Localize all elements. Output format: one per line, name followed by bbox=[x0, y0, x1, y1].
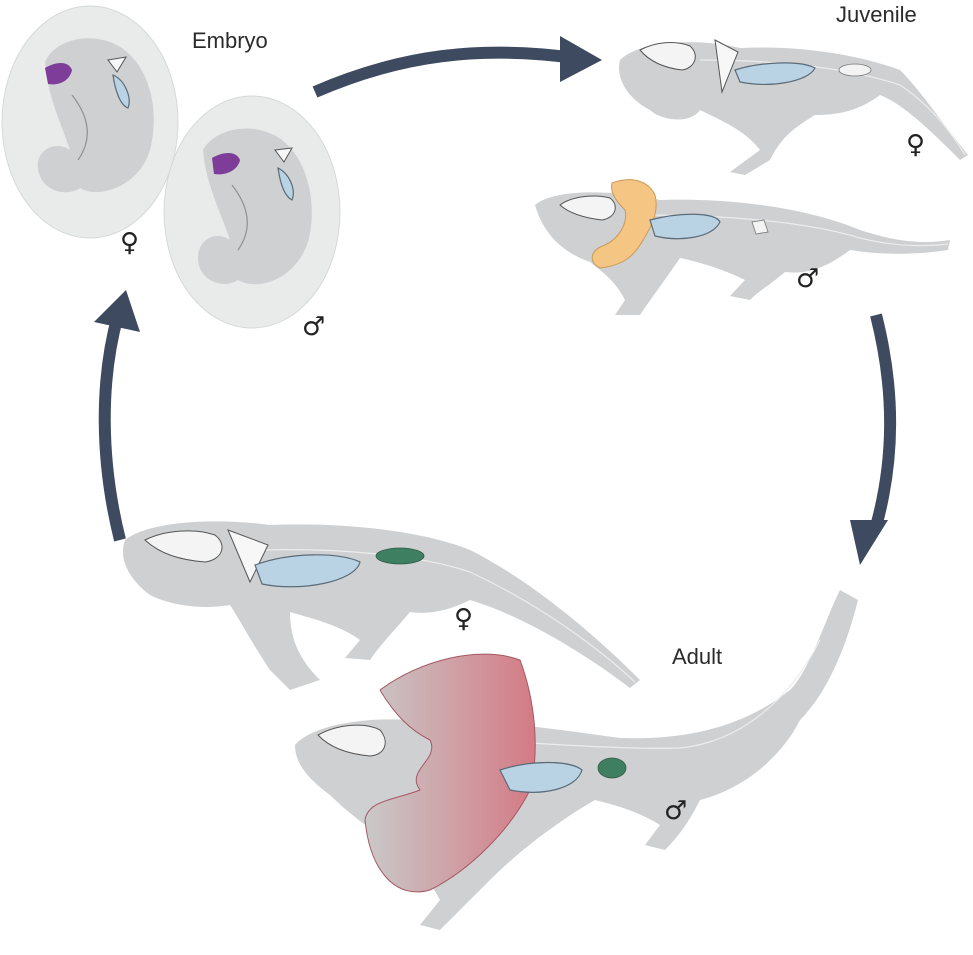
female-symbol-adult: ♀ bbox=[454, 604, 474, 634]
adult-female-tuatara bbox=[122, 521, 641, 690]
cycle-arrow-adult-to-embryo bbox=[94, 290, 140, 542]
male-symbol-juvenile: ♂ bbox=[796, 264, 820, 294]
female-symbol-embryo: ♀ bbox=[120, 228, 140, 258]
juvenile-female-tuatara bbox=[619, 39, 968, 175]
cycle-arrow-embryo-to-juvenile bbox=[312, 36, 602, 98]
male-symbol-embryo: ♂ bbox=[302, 312, 326, 342]
egg-female bbox=[1, 5, 179, 239]
cycle-arrow-juvenile-to-adult bbox=[850, 313, 897, 565]
juvenile-male-tuatara bbox=[535, 179, 950, 315]
male-symbol-adult: ♂ bbox=[664, 796, 688, 826]
stage-label-adult: Adult bbox=[672, 644, 723, 669]
female-symbol-juvenile: ♀ bbox=[906, 130, 926, 160]
egg-male bbox=[163, 95, 341, 329]
stage-label-embryo: Embryo bbox=[192, 28, 268, 53]
stage-label-juvenile: Juvenile bbox=[836, 2, 917, 27]
adult-male-tuatara bbox=[295, 590, 858, 930]
